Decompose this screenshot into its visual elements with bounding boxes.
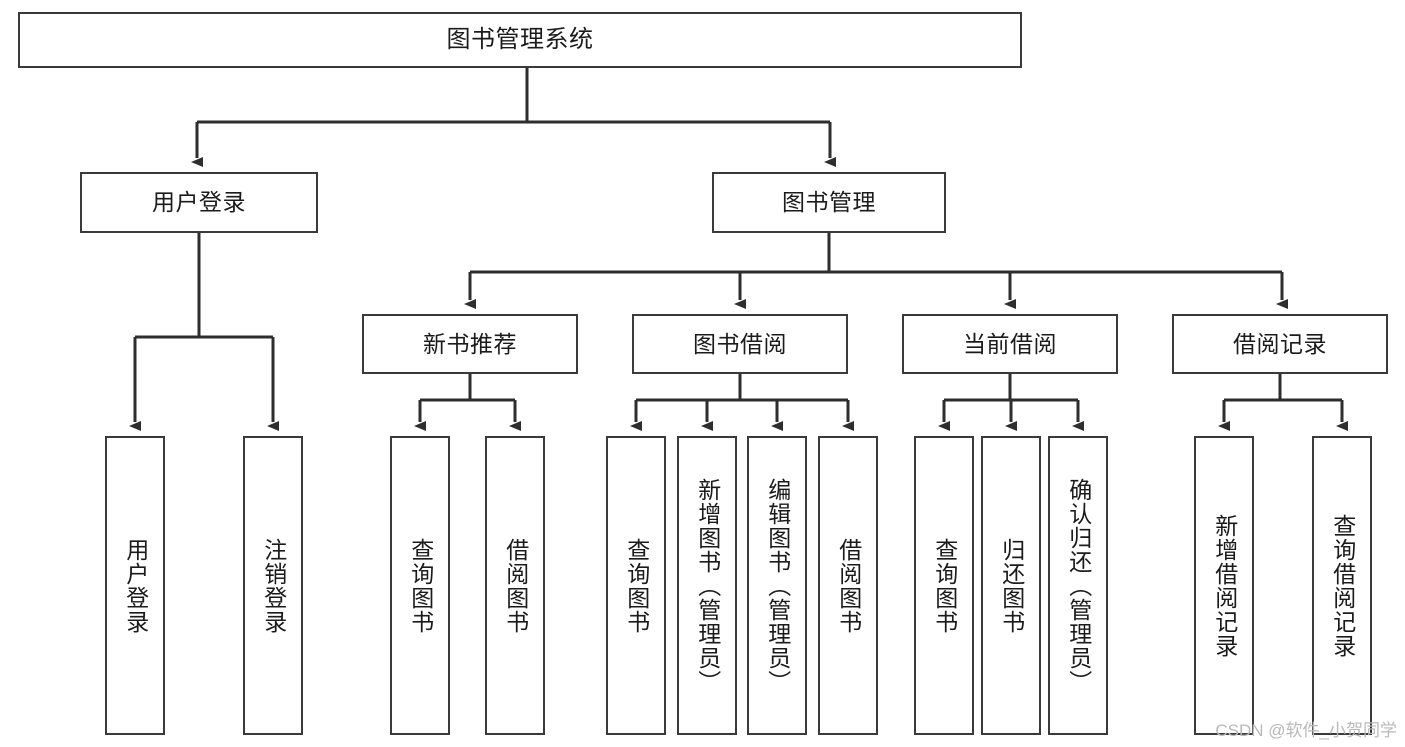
- node-label: 查询借阅记录: [1329, 513, 1356, 658]
- node-new-book-recommend[interactable]: 新书推荐: [362, 314, 578, 374]
- node-label: 借阅图书: [835, 537, 862, 634]
- leaf-current-borrow-confirm-return-admin[interactable]: 确认归还（管理员）: [1048, 436, 1108, 735]
- node-label: 编辑图书（管理员）: [764, 477, 791, 694]
- node-label: 图书管理系统: [446, 26, 594, 53]
- leaf-book-borrow-add-admin[interactable]: 新增图书（管理员）: [677, 436, 737, 735]
- leaf-borrow-record-add[interactable]: 新增借阅记录: [1194, 436, 1254, 735]
- node-book-management[interactable]: 图书管理: [712, 172, 946, 233]
- leaf-book-borrow-borrow[interactable]: 借阅图书: [818, 436, 878, 735]
- node-label: 查询图书: [623, 537, 650, 634]
- node-label: 归还图书: [998, 537, 1025, 634]
- node-label: 图书管理: [782, 189, 876, 216]
- node-label: 查询图书: [407, 537, 434, 634]
- node-label: 借阅图书: [502, 537, 529, 634]
- node-label: 当前借阅: [963, 330, 1057, 357]
- node-borrow-record[interactable]: 借阅记录: [1172, 314, 1388, 374]
- node-label: 借阅记录: [1233, 330, 1327, 357]
- node-book-borrow[interactable]: 图书借阅: [632, 314, 848, 374]
- node-label: 确认归还（管理员）: [1065, 477, 1092, 694]
- leaf-new-book-borrow[interactable]: 借阅图书: [485, 436, 545, 735]
- node-root-book-management-system[interactable]: 图书管理系统: [18, 12, 1022, 68]
- node-label: 图书借阅: [693, 330, 787, 357]
- node-current-borrow[interactable]: 当前借阅: [902, 314, 1118, 374]
- leaf-book-borrow-edit-admin[interactable]: 编辑图书（管理员）: [747, 436, 807, 735]
- node-label: 新增借阅记录: [1211, 513, 1238, 658]
- node-label: 用户登录: [122, 537, 149, 634]
- node-label: 查询图书: [931, 537, 958, 634]
- node-label: 新增图书（管理员）: [694, 477, 721, 694]
- node-user-login[interactable]: 用户登录: [80, 172, 318, 233]
- leaf-current-borrow-return[interactable]: 归还图书: [981, 436, 1041, 735]
- leaf-new-book-query[interactable]: 查询图书: [390, 436, 450, 735]
- leaf-current-borrow-query[interactable]: 查询图书: [914, 436, 974, 735]
- leaf-borrow-record-query[interactable]: 查询借阅记录: [1312, 436, 1372, 735]
- leaf-book-borrow-query[interactable]: 查询图书: [606, 436, 666, 735]
- node-label: 注销登录: [260, 537, 287, 634]
- leaf-user-login-login[interactable]: 用户登录: [105, 436, 165, 735]
- node-label: 用户登录: [152, 189, 246, 216]
- leaf-user-login-logout[interactable]: 注销登录: [243, 436, 303, 735]
- node-label: 新书推荐: [423, 330, 517, 357]
